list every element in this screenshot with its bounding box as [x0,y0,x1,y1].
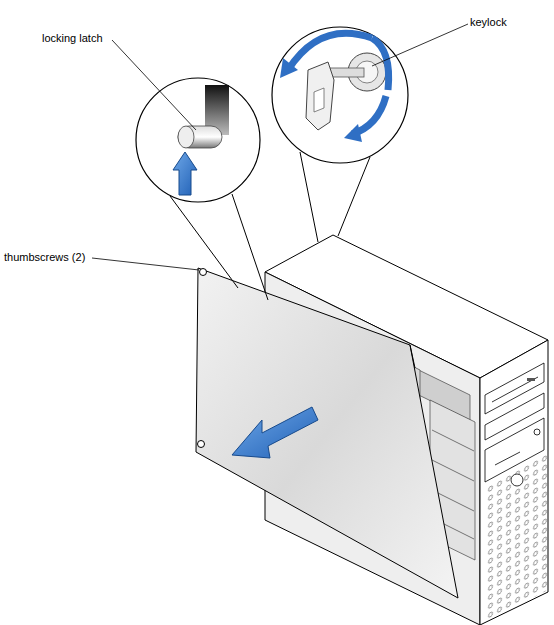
tower-front [480,340,548,625]
locking-latch [178,126,222,148]
drive-bay [485,393,544,440]
side-panel [196,268,458,598]
thumbscrew [198,441,205,448]
magnifier-callout [272,27,408,163]
vent-holes [485,453,548,622]
key [306,62,334,130]
leader-line [112,40,196,130]
leader-line [372,24,468,66]
latch-arrow [173,152,197,195]
part-label: keylock [470,16,507,29]
removal-arrow [232,407,318,458]
part-label: thumbscrews (2) [4,251,85,264]
power-button [511,474,523,486]
key-shaft [330,68,364,77]
thumbscrew [200,269,207,276]
leader-line [92,258,199,270]
magnifier-callout [136,78,260,202]
part-label: locking latch [42,32,103,45]
